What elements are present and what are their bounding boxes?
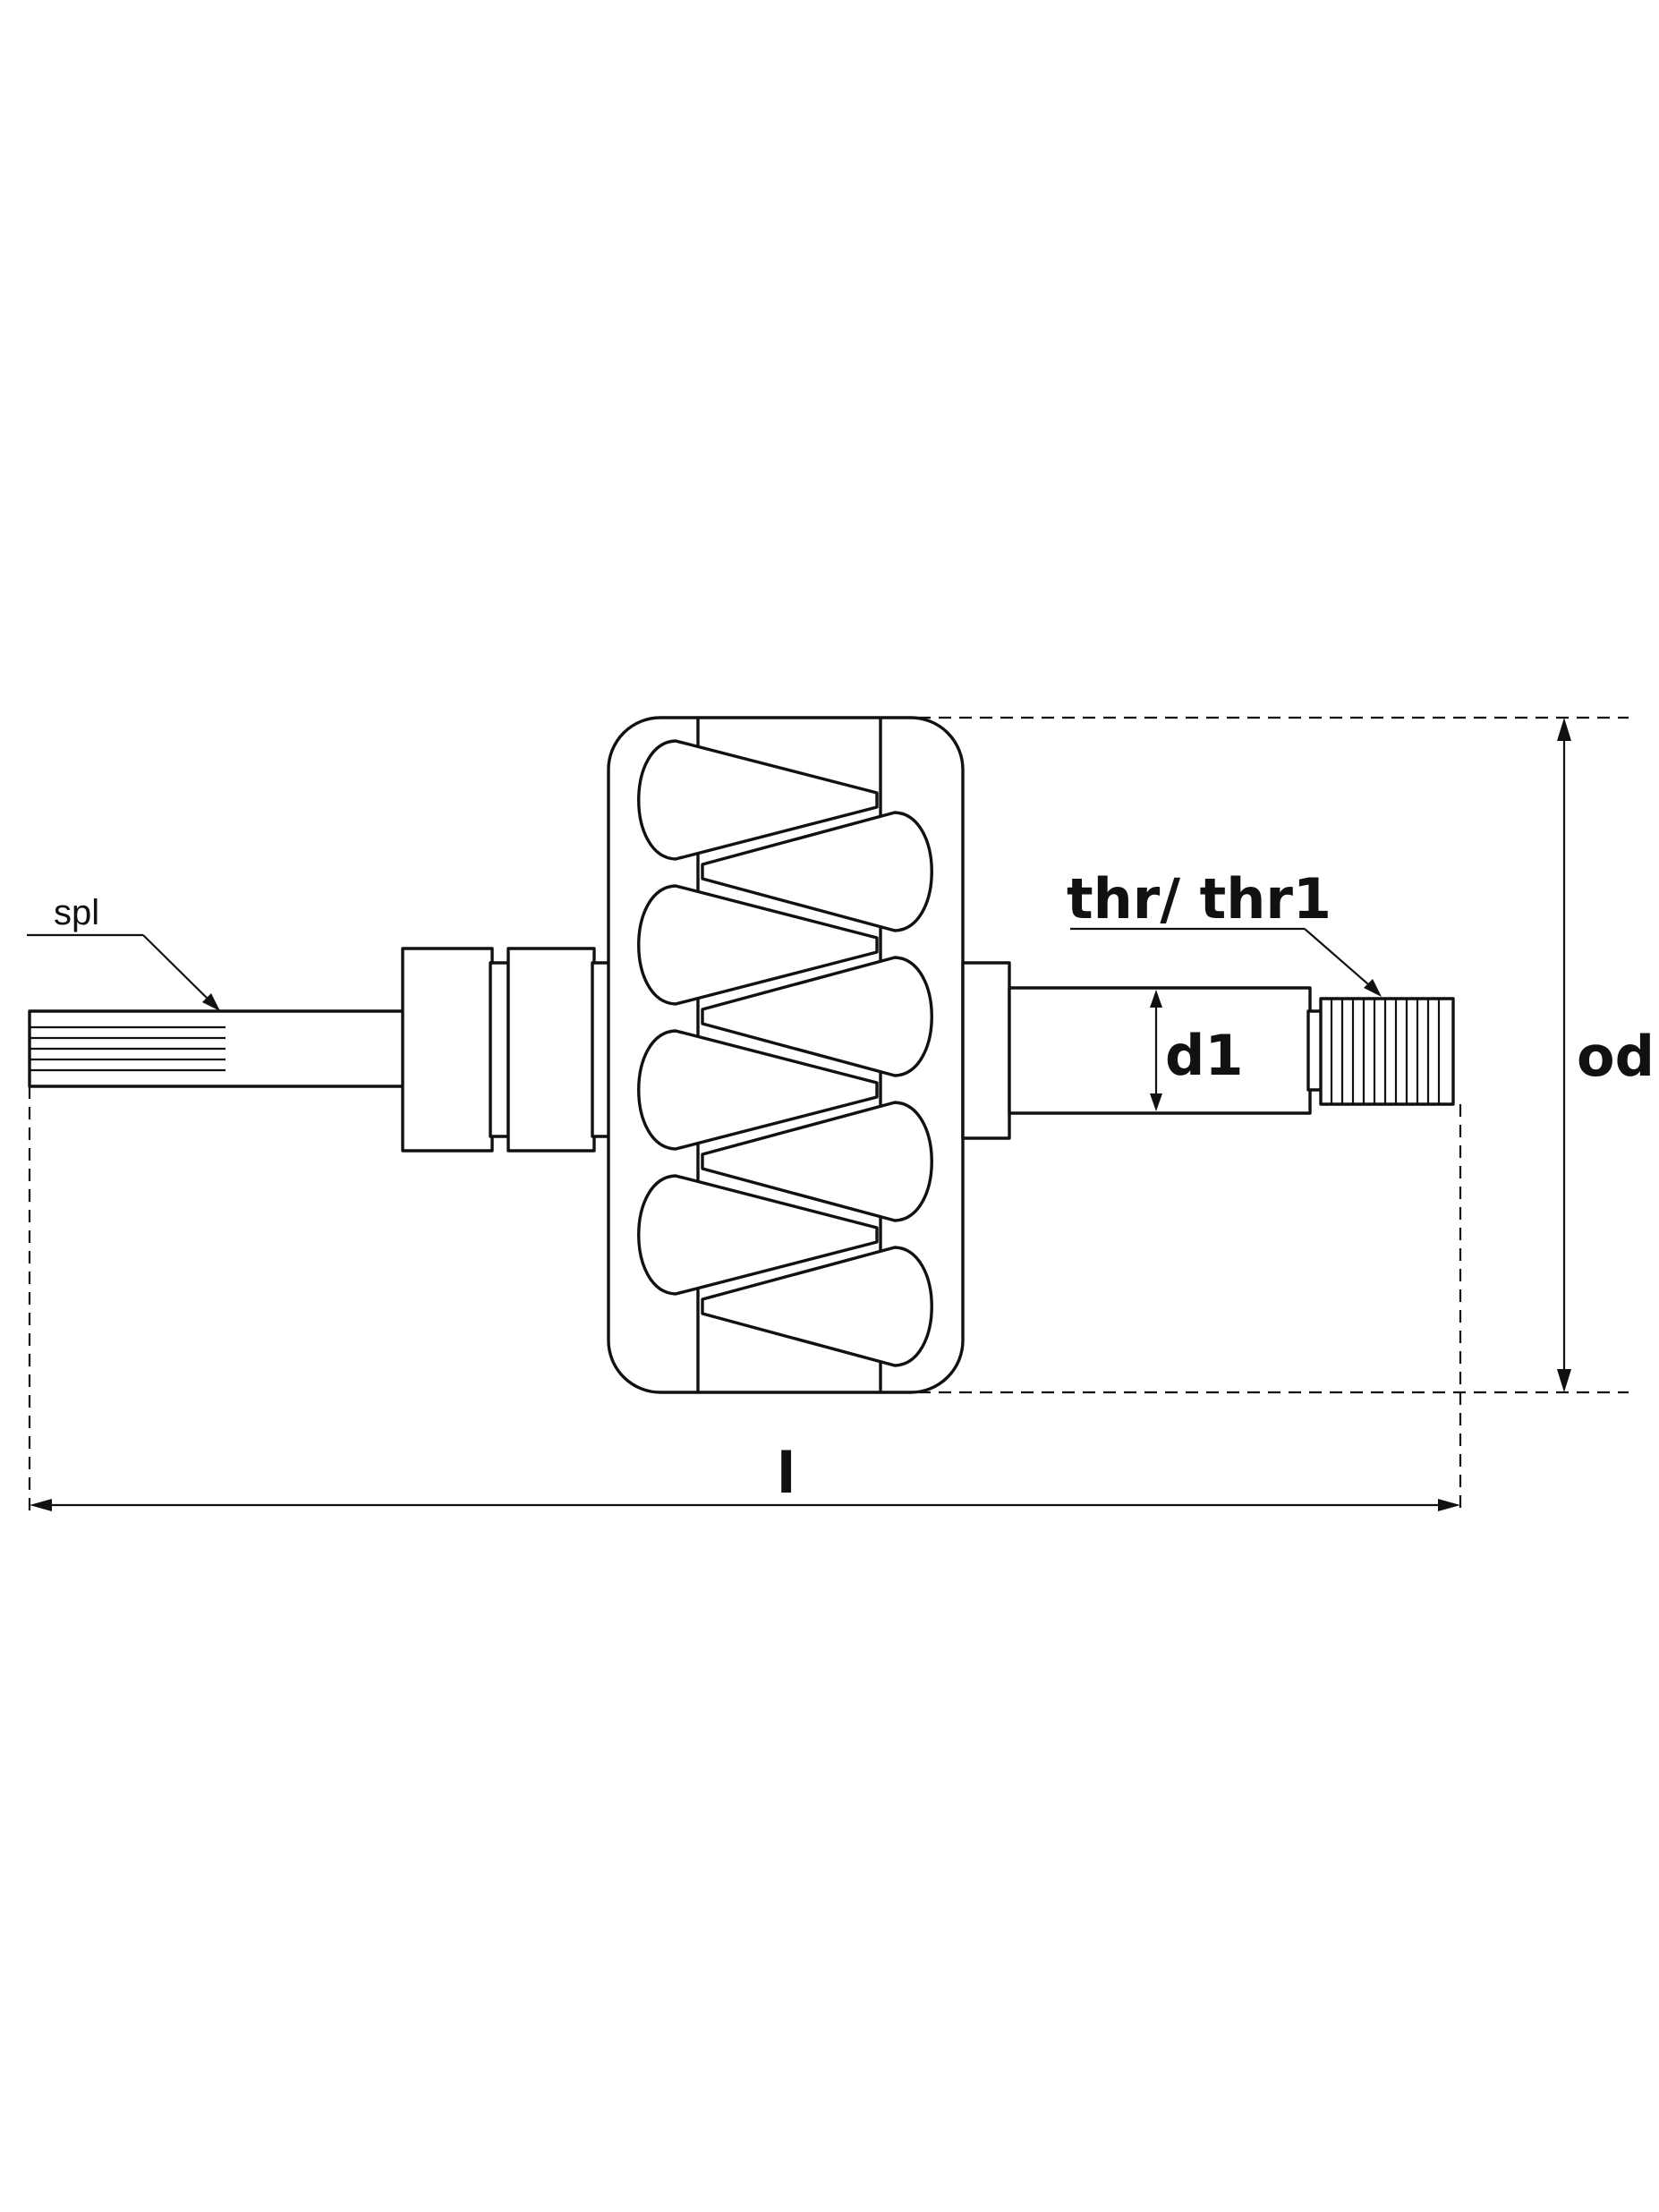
thr-label: thr/ thr1 <box>1067 866 1331 932</box>
spl-callout: spl <box>27 893 220 1011</box>
threaded-end <box>1319 997 1455 1106</box>
thread-callout: thr/ thr1 <box>1067 866 1382 997</box>
rotor-claw-pole-body <box>607 716 965 1394</box>
spl-label: spl <box>54 893 99 932</box>
od-label: od <box>1577 1024 1655 1089</box>
d1-dimension: d1 <box>1150 990 1244 1111</box>
thread-lines <box>1330 999 1441 1104</box>
splined-shaft <box>28 1009 407 1088</box>
drive-end-shaft <box>961 961 1324 1140</box>
d1-label: d1 <box>1165 1023 1244 1088</box>
spline-lines <box>30 1025 225 1072</box>
claw-poles-right <box>701 811 933 1367</box>
claw-poles-left <box>637 739 879 1296</box>
slip-ring-assembly <box>401 947 612 1153</box>
od-dimension: od <box>918 716 1655 1394</box>
l-dimension: l <box>28 1086 1462 1512</box>
l-label: l <box>777 1441 795 1506</box>
